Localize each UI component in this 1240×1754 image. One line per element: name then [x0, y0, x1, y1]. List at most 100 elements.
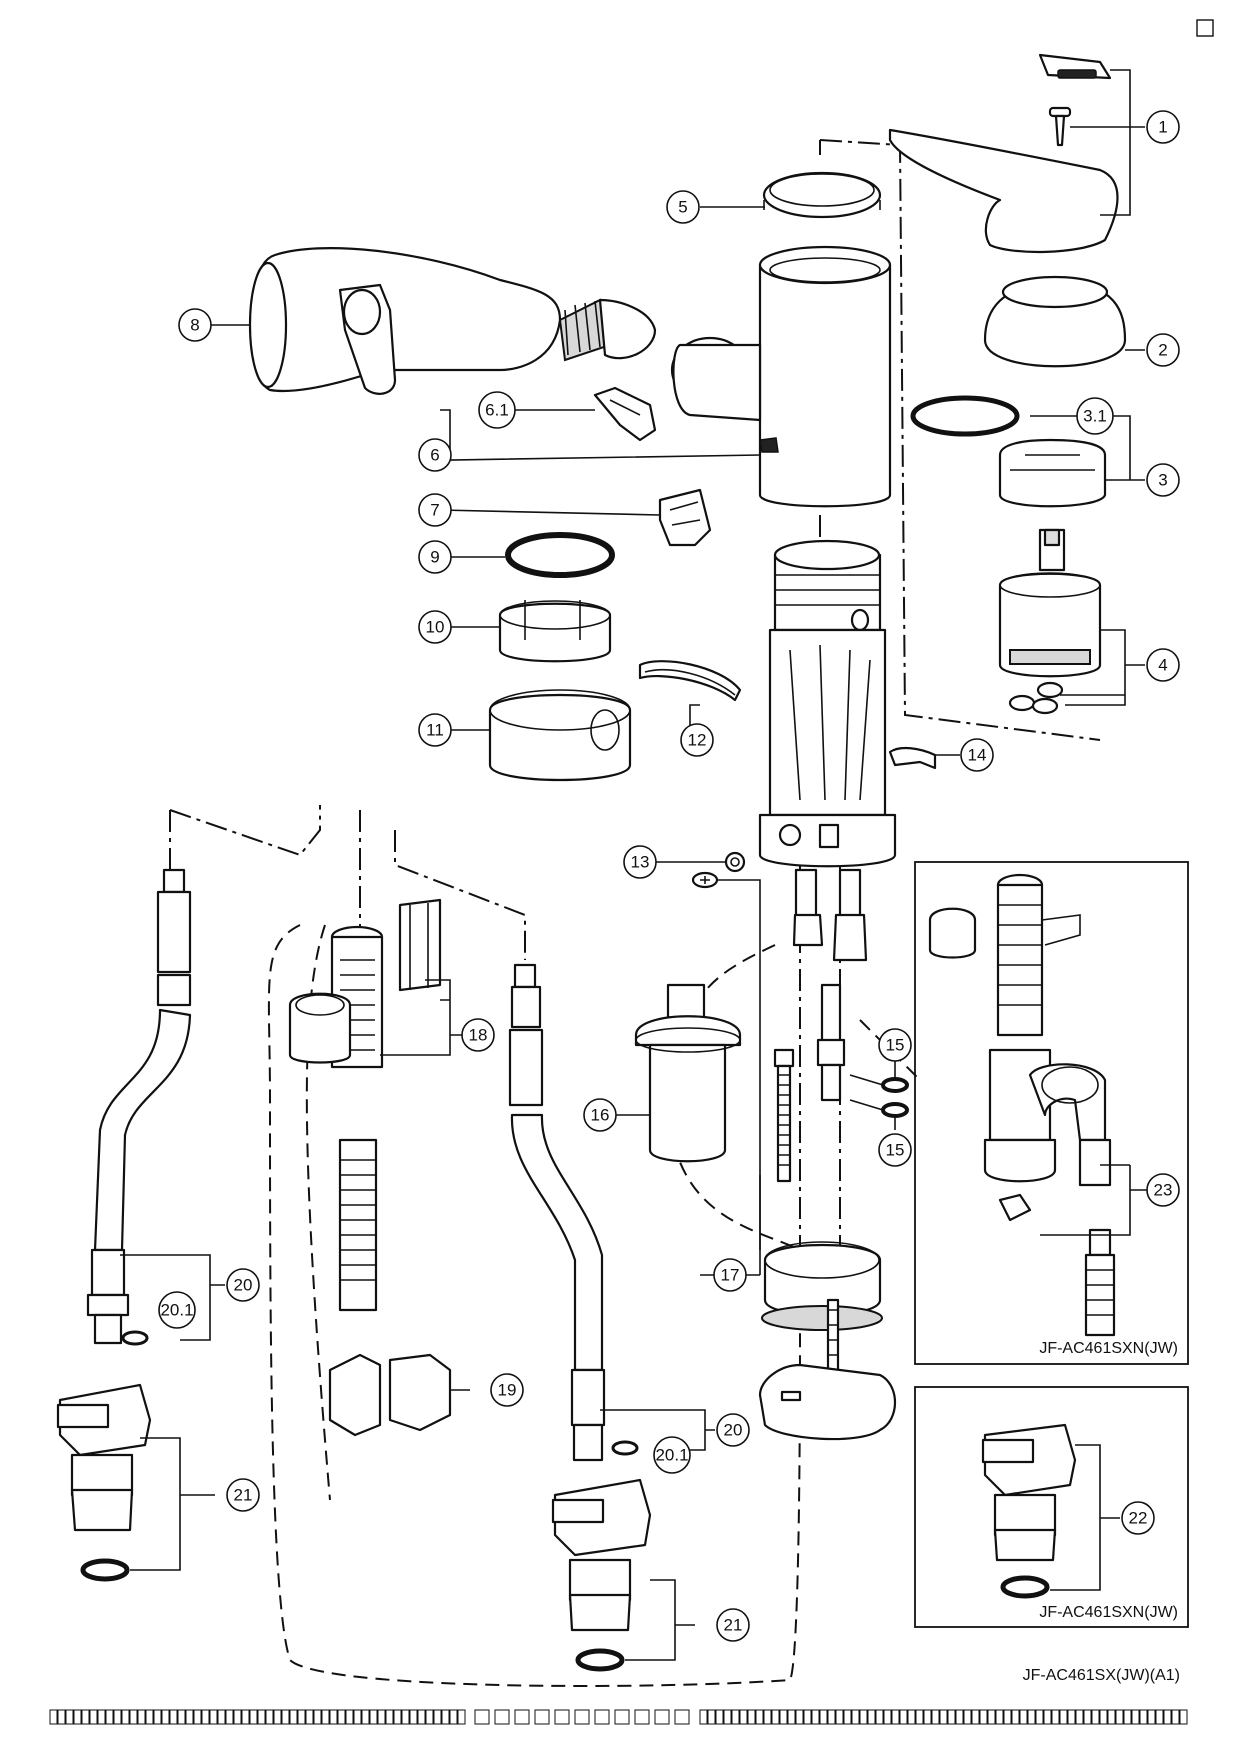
- footer-cell: [891, 1709, 900, 1725]
- part-4-cartridge: [998, 528, 1102, 715]
- footer-cell: [105, 1709, 114, 1725]
- footer-cell: [1083, 1709, 1092, 1725]
- svg-text:20: 20: [234, 1276, 253, 1295]
- svg-text:15: 15: [886, 1036, 905, 1055]
- footer-cell: [369, 1709, 378, 1725]
- footer-cell: [457, 1709, 466, 1725]
- callout-15-bottom: 15: [878, 1133, 912, 1167]
- callout-8: 8: [178, 308, 212, 342]
- footer-cell: [715, 1709, 724, 1725]
- callout-23: 23: [1146, 1173, 1180, 1207]
- footer-cell: [1003, 1709, 1012, 1725]
- footer-cell: [899, 1709, 908, 1725]
- footer-cell: [393, 1709, 402, 1725]
- filter-stack-18-19: [288, 898, 452, 1437]
- footer-cell: [674, 1709, 690, 1725]
- footer-cell: [1027, 1709, 1036, 1725]
- svg-text:7: 7: [430, 501, 439, 520]
- footer-cell: [859, 1709, 868, 1725]
- footer-cell: [939, 1709, 948, 1725]
- footer-cell: [963, 1709, 972, 1725]
- part-11-base-ring: [488, 689, 632, 782]
- footer-cell: [425, 1709, 434, 1725]
- footer-cell: [169, 1709, 178, 1725]
- svg-text:6.1: 6.1: [485, 401, 509, 420]
- callout-19: 19: [490, 1373, 524, 1407]
- footer-cell: [1131, 1709, 1140, 1725]
- footer-cell: [979, 1709, 988, 1725]
- footer-cell: [1059, 1709, 1068, 1725]
- footer-cell: [827, 1709, 836, 1725]
- footer-cell: [377, 1709, 386, 1725]
- svg-text:2: 2: [1158, 341, 1167, 360]
- svg-text:20.1: 20.1: [655, 1446, 688, 1465]
- part-16-sleeve: [634, 983, 742, 1163]
- footer-cell: [225, 1709, 234, 1725]
- footer-cell: [129, 1709, 138, 1725]
- left-hose-assembly: [56, 868, 192, 1582]
- svg-text:23: 23: [1154, 1181, 1173, 1200]
- inset-22-model-label: JF-AC461SXN(JW): [1039, 1604, 1178, 1621]
- footer-cell: [803, 1709, 812, 1725]
- footer-cell: [923, 1709, 932, 1725]
- footer-cell: [137, 1709, 146, 1725]
- part-12-half-ring: [638, 660, 742, 702]
- callout-15-top: 15: [878, 1028, 912, 1062]
- footer-cell: [875, 1709, 884, 1725]
- inset-box-23: [914, 861, 1189, 1365]
- footer-cell: [241, 1709, 250, 1725]
- svg-text:20.1: 20.1: [160, 1301, 193, 1320]
- svg-text:6: 6: [430, 446, 439, 465]
- footer-cell: [289, 1709, 298, 1725]
- part-6-1-clip: [593, 386, 657, 442]
- footer-cell: [763, 1709, 772, 1725]
- svg-text:19: 19: [498, 1381, 517, 1400]
- footer-cell: [1075, 1709, 1084, 1725]
- svg-text:4: 4: [1158, 656, 1167, 675]
- footer-cell: [97, 1709, 106, 1725]
- footer-cell: [1107, 1709, 1116, 1725]
- footer-cell: [494, 1709, 510, 1725]
- footer-cell: [73, 1709, 82, 1725]
- footer-cell: [1035, 1709, 1044, 1725]
- callout-17: 17: [713, 1258, 747, 1292]
- footer-cell: [771, 1709, 780, 1725]
- callout-3-1: 3.1: [1076, 397, 1114, 435]
- footer-cell: [971, 1709, 980, 1725]
- footer-cell: [594, 1709, 610, 1725]
- footer-cell: [1091, 1709, 1100, 1725]
- inset-22-connector: [981, 1423, 1077, 1599]
- callout-1: 1: [1146, 110, 1180, 144]
- inset-box-22: [914, 1386, 1189, 1628]
- svg-text:5: 5: [678, 198, 687, 217]
- footer-cell: [707, 1709, 716, 1725]
- svg-text:20: 20: [724, 1421, 743, 1440]
- part-5-ring: [762, 171, 882, 219]
- callout-11: 11: [418, 713, 452, 747]
- part-3-nut: [910, 395, 1107, 508]
- callout-22: 22: [1121, 1501, 1155, 1535]
- footer-cell: [65, 1709, 74, 1725]
- footer-cell: [995, 1709, 1004, 1725]
- footer-cell: [795, 1709, 804, 1725]
- footer-cell: [474, 1709, 490, 1725]
- footer-cell: [441, 1709, 450, 1725]
- part-10-collar: [498, 600, 612, 663]
- callout-5: 5: [666, 190, 700, 224]
- footer-cell: [185, 1709, 194, 1725]
- footer-cell: [574, 1709, 590, 1725]
- svg-text:21: 21: [234, 1486, 253, 1505]
- footer-cell: [1155, 1709, 1164, 1725]
- part-7-clip: [658, 488, 712, 547]
- callout-14: 14: [960, 738, 994, 772]
- svg-text:12: 12: [688, 731, 707, 750]
- svg-text:21: 21: [724, 1616, 743, 1635]
- footer-cell: [699, 1709, 708, 1725]
- footer-cell: [1011, 1709, 1020, 1725]
- footer-cell: [1043, 1709, 1052, 1725]
- inset-23-model-label: JF-AC461SXN(JW): [1039, 1340, 1178, 1357]
- svg-text:18: 18: [469, 1026, 488, 1045]
- callout-6: 6: [418, 438, 452, 472]
- footer-cell: [1067, 1709, 1076, 1725]
